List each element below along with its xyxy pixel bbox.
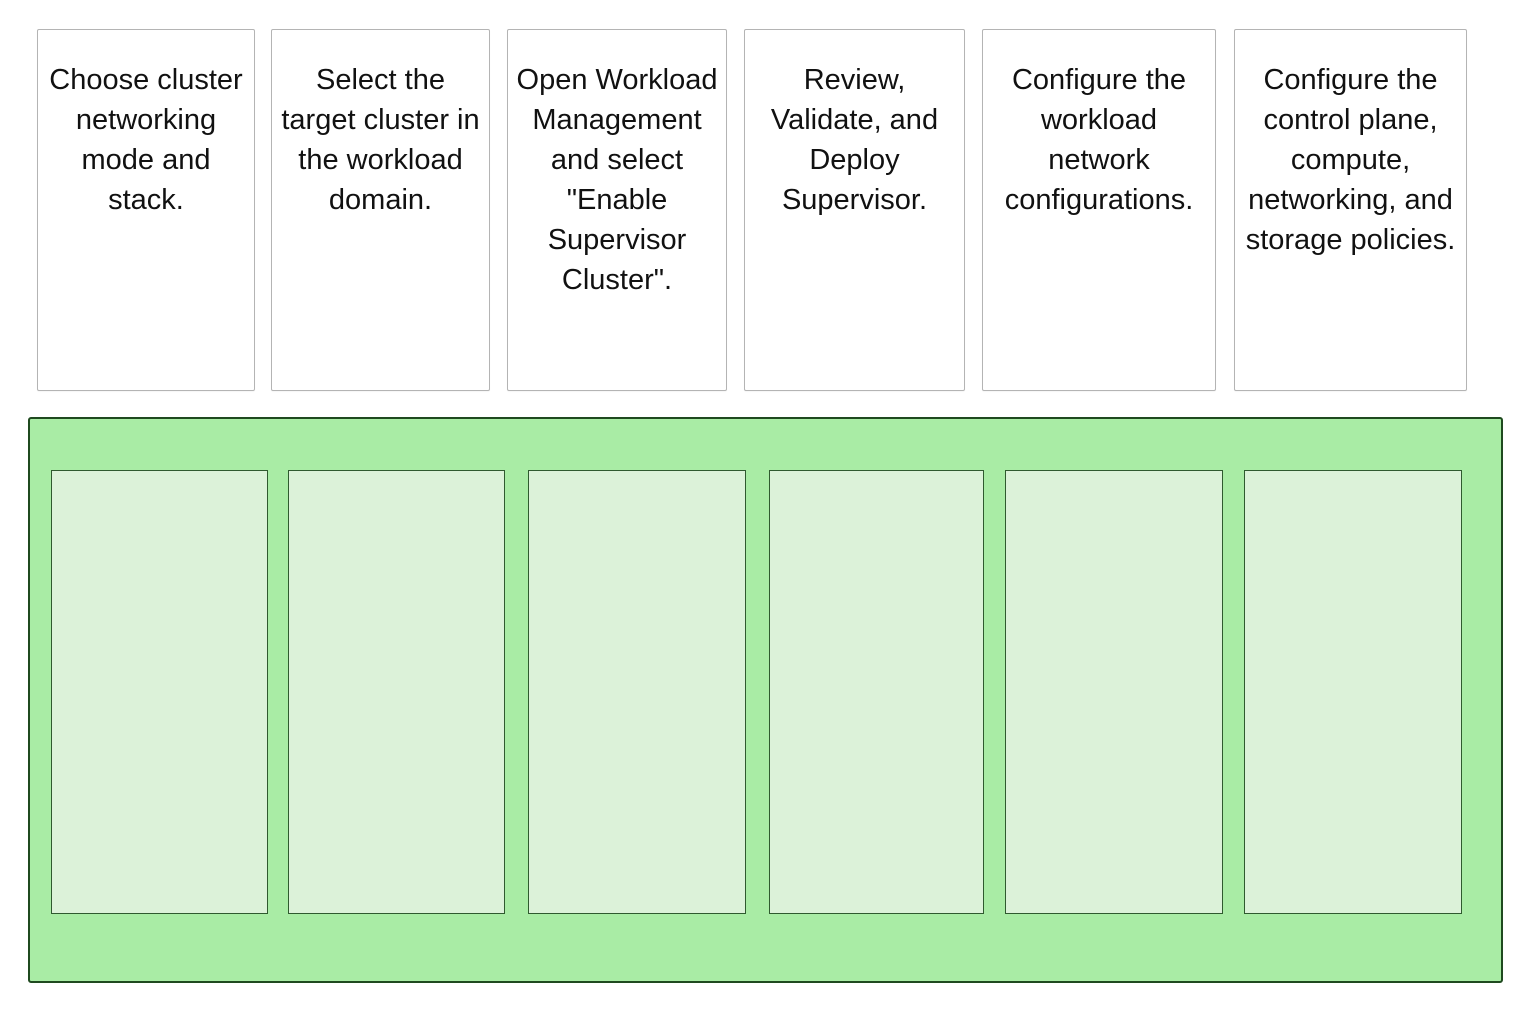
drop-slot-5[interactable] <box>1005 470 1223 914</box>
draggable-card-configure-workload-network[interactable]: Configure the workload network configura… <box>982 29 1216 391</box>
card-label: Open Workload Management and select "Ena… <box>516 64 718 296</box>
draggable-card-review-validate-deploy[interactable]: Review, Validate, and Deploy Supervisor. <box>744 29 965 391</box>
drop-slot-2[interactable] <box>288 470 505 914</box>
draggable-card-choose-networking-mode[interactable]: Choose cluster networking mode and stack… <box>37 29 255 391</box>
drop-slot-6[interactable] <box>1244 470 1462 914</box>
card-label: Review, Validate, and Deploy Supervisor. <box>770 64 939 216</box>
draggable-card-select-target-cluster[interactable]: Select the target cluster in the workloa… <box>271 29 490 391</box>
drop-slot-3[interactable] <box>528 470 746 914</box>
drop-slot-4[interactable] <box>769 470 984 914</box>
drop-slot-1[interactable] <box>51 470 268 914</box>
draggable-card-open-workload-management[interactable]: Open Workload Management and select "Ena… <box>507 29 727 391</box>
answer-dropzone[interactable] <box>28 417 1503 983</box>
card-label: Configure the control plane, compute, ne… <box>1245 64 1456 256</box>
card-label: Configure the workload network configura… <box>1004 64 1194 216</box>
card-label: Select the target cluster in the workloa… <box>281 64 480 216</box>
draggable-card-configure-control-plane[interactable]: Configure the control plane, compute, ne… <box>1234 29 1467 391</box>
card-label: Choose cluster networking mode and stack… <box>49 64 243 216</box>
